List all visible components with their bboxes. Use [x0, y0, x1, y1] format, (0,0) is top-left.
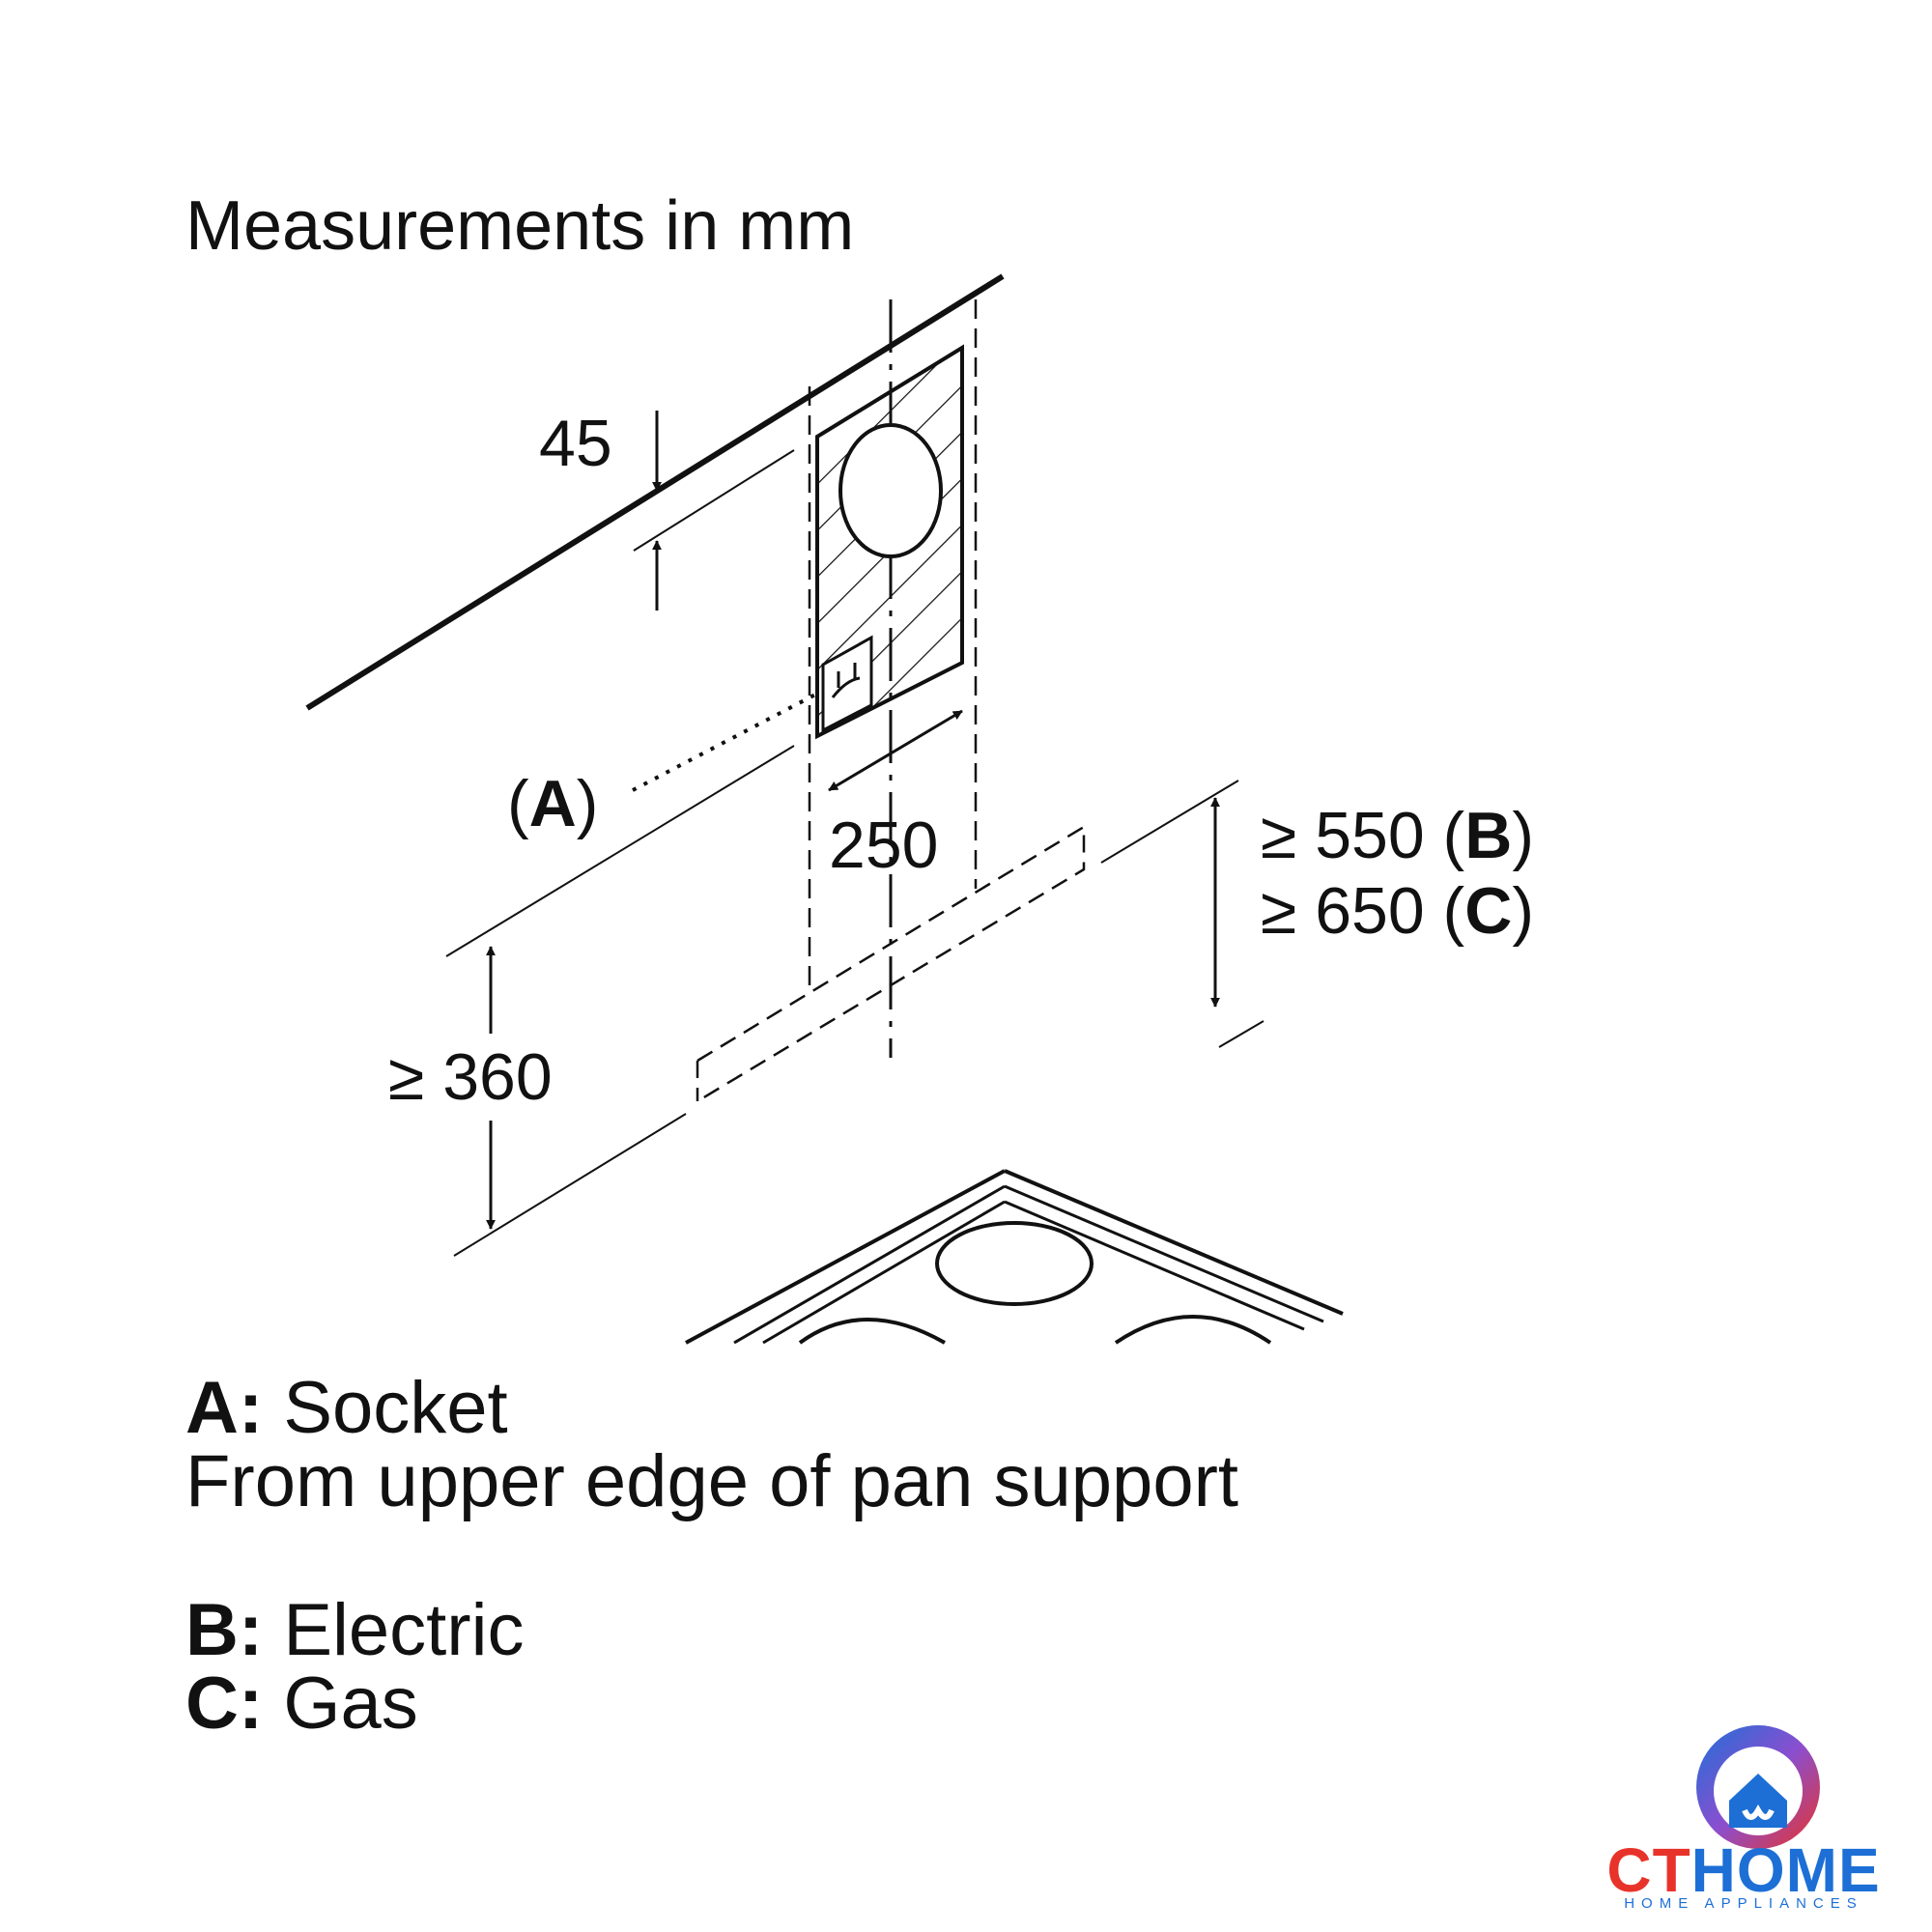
duct-opening — [838, 423, 943, 558]
legend-a: A: Socket — [185, 1372, 508, 1445]
brand-wordmark: CTHOME — [1584, 1839, 1903, 1901]
house-logo-icon — [1696, 1725, 1820, 1849]
electric-min-prefix: ≥ 550 ( — [1261, 799, 1465, 872]
legend-b-text: Electric — [283, 1589, 525, 1671]
socket-marker-letter: A — [529, 767, 577, 840]
hob-burner-left — [798, 1318, 946, 1345]
legend-c: C: Gas — [185, 1667, 418, 1741]
socket-height-label: ≥ 360 — [388, 1040, 553, 1114]
legend-a-text: Socket — [283, 1367, 508, 1449]
offset-dimension-label: 45 — [539, 407, 612, 480]
diagram-title: Measurements in mm — [185, 187, 854, 265]
socket-height-label-bg — [386, 1034, 580, 1121]
width-dimension-line — [828, 709, 963, 792]
socket-leader-line — [632, 692, 818, 792]
cthome-logo: CTHOME HOME APPLIANCES — [1584, 1719, 1903, 1913]
socket-marker-label: (A) — [507, 767, 598, 840]
hood-outline — [696, 824, 1086, 1103]
socket-marker-prefix: ( — [507, 767, 529, 840]
pan-support-reference-line — [453, 1113, 687, 1257]
legend-b: B: Electric — [185, 1594, 524, 1667]
hob-burner-right — [1114, 1315, 1272, 1345]
gas-min-height-label: ≥ 650 (C) — [1261, 874, 1534, 948]
electric-min-height-label: ≥ 550 (B) — [1261, 799, 1534, 872]
hob-top-reference-line — [1218, 1020, 1264, 1048]
wall-edge-line — [305, 273, 1005, 711]
electric-min-suffix: ) — [1512, 799, 1534, 872]
offset-reference-line — [633, 449, 795, 552]
gas-min-suffix: ) — [1512, 874, 1534, 948]
legend-note: From upper edge of pan support — [185, 1440, 1239, 1522]
hood-bottom-reference-line — [1100, 780, 1239, 864]
width-dimension-label: 250 — [829, 809, 938, 882]
legend-c-key: C: — [185, 1662, 264, 1745]
socket-height-reference-line — [445, 745, 795, 957]
legend-b-key: B: — [185, 1589, 264, 1671]
legend-c-text: Gas — [283, 1662, 418, 1745]
legend-a-key: A: — [185, 1367, 264, 1449]
electric-min-letter: B — [1464, 799, 1512, 872]
socket-marker-suffix: ) — [577, 767, 599, 840]
socket-icon — [821, 635, 873, 733]
hob-illustration — [685, 1169, 1344, 1345]
brand-home: HOME — [1690, 1835, 1881, 1905]
hob-burner-top — [935, 1221, 1094, 1306]
gas-min-letter: C — [1464, 874, 1512, 948]
gas-min-prefix: ≥ 650 ( — [1261, 874, 1465, 948]
brand-ct: CT — [1606, 1835, 1691, 1905]
brand-tagline: HOME APPLIANCES — [1624, 1895, 1863, 1912]
